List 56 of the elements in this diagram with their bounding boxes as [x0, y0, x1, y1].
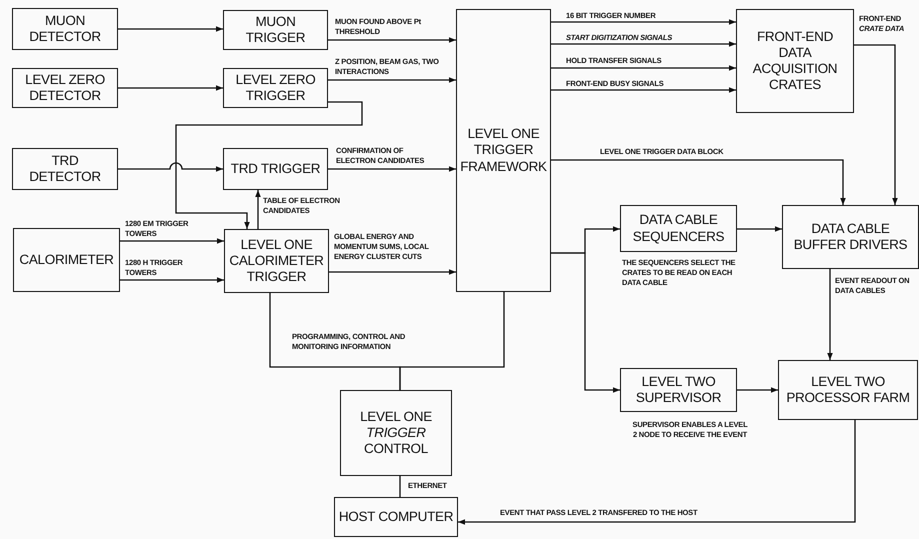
connector-line: [399, 476, 401, 497]
box-label: MUON TRIGGER: [244, 14, 306, 46]
process-box: [12, 8, 118, 50]
box-label: FRONT-END DATA ACQUISITION CRATES: [752, 28, 838, 94]
arrow: [328, 37, 456, 43]
process-box: [620, 205, 737, 252]
arrow: [329, 269, 456, 275]
box-label: HOST COMPUTER: [338, 508, 454, 526]
connector-line: [399, 292, 505, 390]
process-box: [12, 148, 118, 190]
arrow: [854, 44, 898, 205]
arrow: [120, 238, 224, 244]
process-box: [223, 148, 328, 190]
box-label: LEVEL TWO SUPERVISOR: [634, 374, 722, 406]
box-label: LEVEL ONE TRIGGER CONTROL: [359, 408, 433, 458]
arrow: [175, 101, 363, 229]
process-box: [223, 10, 328, 50]
box-label: LEVEL ONE TRIGGER FRAMEWORK: [459, 126, 548, 175]
process-box: [13, 228, 120, 292]
process-box: [334, 497, 458, 537]
box-label: DATA CABLE BUFFER DRIVERS: [792, 220, 908, 254]
box-label: MUON DETECTOR: [28, 12, 102, 46]
arrow: [328, 77, 456, 83]
arrow: [255, 190, 261, 229]
box-label: TRD TRIGGER: [230, 160, 322, 178]
arrow: [118, 162, 223, 172]
process-box: [12, 68, 118, 108]
process-box: [456, 9, 551, 292]
box-label: LEVEL ZERO DETECTOR: [24, 72, 106, 104]
arrow: [328, 166, 456, 172]
process-box: [224, 229, 329, 293]
process-box: [340, 390, 452, 476]
arrow: [118, 85, 223, 91]
arrow: [120, 277, 224, 283]
arrow: [551, 252, 620, 393]
process-box: [736, 9, 854, 113]
arrow: [551, 159, 846, 205]
box-label: TRD DETECTOR: [28, 152, 102, 186]
arrow: [118, 26, 223, 32]
box-label: DATA CABLE SEQUENCERS: [632, 212, 726, 245]
arrow: [551, 65, 736, 71]
arrow: [551, 41, 736, 47]
process-box: [778, 360, 918, 420]
process-box: [782, 205, 919, 269]
arrow: [458, 420, 856, 525]
arrow: [737, 387, 778, 393]
process-box: [620, 368, 737, 412]
arrow: [737, 226, 782, 232]
box-label: CALORIMETER: [18, 252, 115, 268]
box-label: LEVEL ZERO TRIGGER: [234, 72, 316, 104]
arrow: [551, 87, 736, 93]
box-label: LEVEL ONE CALORIMETER TRIGGER: [228, 236, 325, 286]
box-label: LEVEL TWO PROCESSOR FARM: [785, 374, 911, 406]
process-box: [223, 68, 328, 108]
arrow: [827, 269, 833, 360]
arrow: [551, 19, 736, 25]
